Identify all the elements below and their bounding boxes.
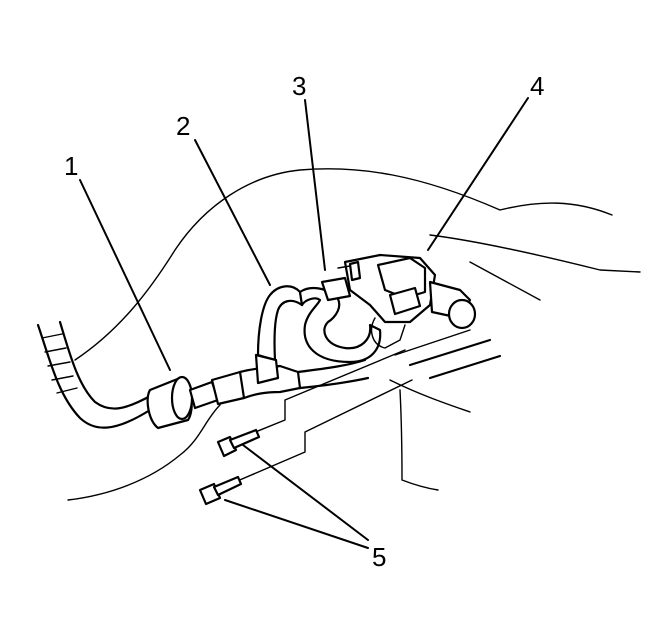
leader-lines: [79, 97, 529, 549]
engine-body-outline: [67, 168, 641, 501]
callout-5: 5: [372, 542, 386, 572]
callout-1: 1: [64, 151, 78, 181]
corrugated-hose: [36, 320, 154, 429]
housing-ridges: [394, 329, 502, 380]
vapor-pipe: [238, 358, 370, 400]
callout-4: 4: [530, 71, 544, 101]
mounting-bolt-upper: [216, 428, 261, 458]
mounting-bolt-lower: [198, 475, 243, 506]
inline-filter: [146, 370, 248, 430]
bolt-guide-lines: [227, 349, 413, 486]
callout-2: 2: [176, 111, 190, 141]
callout-3: 3: [292, 71, 306, 101]
purge-hose: [298, 276, 382, 364]
purge-valve: [337, 253, 477, 349]
